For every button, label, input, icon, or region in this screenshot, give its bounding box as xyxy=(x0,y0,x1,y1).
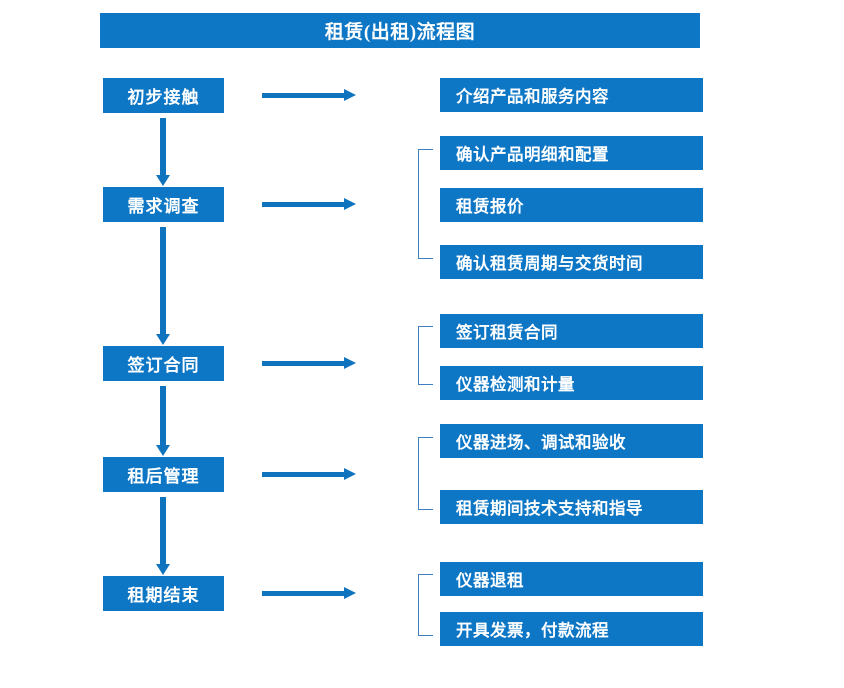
vertical-arrow-management-to-end xyxy=(155,497,171,575)
bracket-sign-contract-group xyxy=(418,326,433,385)
vertical-arrow-initial-to-needs xyxy=(155,118,171,186)
detail-box-confirm-rental-period[interactable]: 确认租赁周期与交货时间 xyxy=(440,245,703,279)
stage-box-sign-contract[interactable]: 签订合同 xyxy=(103,346,224,381)
detail-box-instrument-return[interactable]: 仪器退租 xyxy=(440,562,703,596)
detail-box-rental-quotation[interactable]: 租赁报价 xyxy=(440,188,703,222)
bracket-post-rental-group xyxy=(418,437,433,510)
detail-box-technical-support[interactable]: 租赁期间技术支持和指导 xyxy=(440,490,703,524)
stage-box-needs-survey[interactable]: 需求调查 xyxy=(103,187,224,222)
bracket-needs-survey-group xyxy=(418,149,433,259)
detail-box-instrument-entry-commissioning[interactable]: 仪器进场、调试和验收 xyxy=(440,424,703,458)
stage-box-initial-contact[interactable]: 初步接触 xyxy=(103,78,224,113)
detail-box-sign-rental-contract[interactable]: 签订租赁合同 xyxy=(440,314,703,348)
horizontal-arrow-post-rental xyxy=(262,466,358,482)
horizontal-arrow-sign-contract xyxy=(262,355,358,371)
stage-box-post-rental-management[interactable]: 租后管理 xyxy=(103,457,224,492)
detail-box-instrument-inspection[interactable]: 仪器检测和计量 xyxy=(440,366,703,400)
detail-box-confirm-product-details[interactable]: 确认产品明细和配置 xyxy=(440,136,703,170)
bracket-rental-end-group xyxy=(418,574,433,636)
detail-box-introduce-products[interactable]: 介绍产品和服务内容 xyxy=(440,78,703,112)
vertical-arrow-contract-to-management xyxy=(155,386,171,456)
horizontal-arrow-needs-survey xyxy=(262,196,358,212)
horizontal-arrow-rental-end xyxy=(262,585,358,601)
horizontal-arrow-initial-contact xyxy=(262,87,358,103)
vertical-arrow-needs-to-contract xyxy=(155,227,171,345)
stage-box-rental-end[interactable]: 租期结束 xyxy=(103,576,224,611)
detail-box-invoice-payment[interactable]: 开具发票，付款流程 xyxy=(440,612,703,646)
page-title: 租赁(出租)流程图 xyxy=(100,13,700,48)
